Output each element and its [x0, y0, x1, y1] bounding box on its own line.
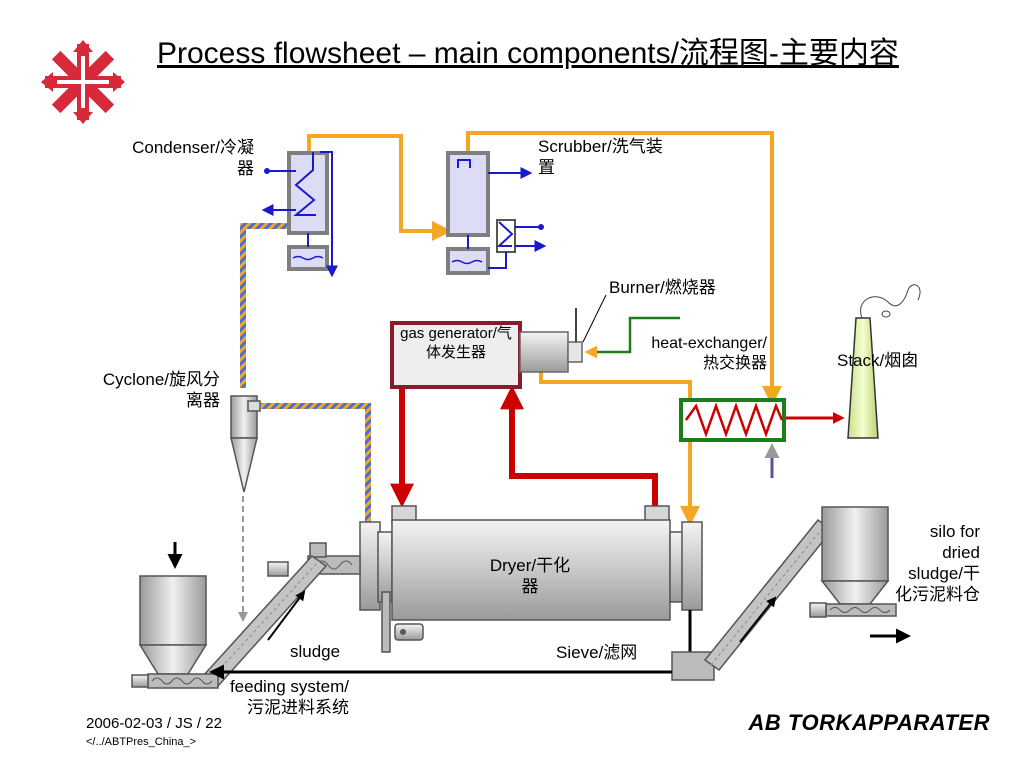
cyclone-unit	[230, 395, 261, 622]
orange-gas-lines	[307, 131, 782, 526]
label-sieve: Sieve/滤网	[556, 643, 638, 662]
label-silo: silo for dried sludge/干化污泥料仓	[895, 522, 980, 604]
label-feeding-system: feeding system/污泥进料系统	[229, 677, 349, 717]
page-title: Process flowsheet – main components/流程图-…	[157, 37, 899, 70]
condenser-unit	[261, 151, 338, 278]
label-sludge: sludge	[290, 642, 341, 661]
label-heat-exchanger: heat-exchanger/热交换器	[651, 335, 767, 372]
stack-chimney	[847, 284, 921, 439]
company-logo-icon	[41, 40, 125, 124]
heat-exchanger-unit	[679, 398, 786, 478]
dryer-drum	[359, 505, 703, 653]
label-burner: Burner/燃烧器	[609, 278, 716, 297]
footer-path: </../ABTPres_China_>	[86, 736, 197, 748]
label-condenser: Condenser/冷凝器	[132, 138, 254, 178]
gas-generator-unit	[390, 294, 680, 389]
label-scrubber: Scrubber/洗气装置	[538, 137, 663, 177]
silo-system	[703, 506, 911, 672]
label-stack: Stack/烟囱	[837, 351, 919, 370]
footer-date: 2006-02-03 / JS / 22	[86, 715, 222, 732]
label-cyclone: Cyclone/旋风分离器	[102, 370, 220, 410]
feeding-system	[131, 542, 361, 689]
label-gas-generator: gas generator/气体发生器	[400, 325, 512, 361]
scrubber-unit	[446, 151, 547, 275]
striped-ducts	[240, 223, 371, 522]
red-hot-gas-lines	[390, 385, 845, 508]
company-logo-text: AB TORKAPPARATER	[748, 710, 990, 735]
label-dryer: Dryer/干化器	[489, 556, 571, 596]
